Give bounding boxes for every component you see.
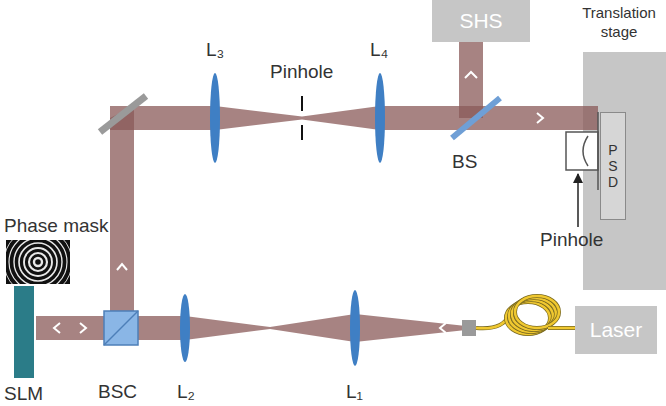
lens-label: L₃ <box>206 40 224 60</box>
phase-ring <box>29 253 47 271</box>
phase-ring <box>24 248 52 276</box>
phase-ring <box>14 240 62 284</box>
phase-ring <box>19 243 57 281</box>
fiber-winding <box>515 296 559 328</box>
lens-label: L₂ <box>177 382 195 402</box>
translation-stage-ground <box>583 52 666 290</box>
pinhole-label: Pinhole <box>270 62 333 82</box>
laser-beam <box>36 42 598 342</box>
box-label: SHS <box>459 8 502 34</box>
stage-heading: Translation stage <box>571 4 666 42</box>
beam-splitter <box>452 98 500 138</box>
beam-splitter-label: BS <box>452 152 477 172</box>
leader-line <box>577 174 579 227</box>
pinhole-holder <box>566 112 598 190</box>
phase-mask-label: Phase mask <box>4 216 109 236</box>
beam-direction-arrow <box>54 72 543 333</box>
phase-mask-image <box>6 240 70 284</box>
laser-box: Laser <box>575 306 657 354</box>
fiber-coil <box>476 296 575 334</box>
box-label: PSD <box>606 142 620 190</box>
pinhole-label: Pinhole <box>540 230 603 250</box>
phase-ring <box>34 258 42 266</box>
slm-panel <box>14 286 34 378</box>
lens-label: L₄ <box>370 40 388 60</box>
psd-sensor: PSD <box>600 112 626 220</box>
fiber-collimator <box>462 320 476 336</box>
slm-label: SLM <box>4 384 43 404</box>
beam-splitter-cube <box>104 311 138 345</box>
detector-box: SHS <box>432 0 530 42</box>
cube-label: BSC <box>98 382 137 402</box>
pinhole-aperture <box>301 96 303 140</box>
lens-label: L₁ <box>346 382 363 402</box>
mirror <box>100 96 146 132</box>
fiber-winding <box>515 296 559 328</box>
lens <box>180 73 385 366</box>
phase-ring <box>6 240 70 284</box>
translation-stage: Translation stagePSD <box>583 52 666 290</box>
phase-ring <box>6 240 70 284</box>
box-label: Laser <box>590 317 643 343</box>
phase-ring <box>9 240 67 284</box>
